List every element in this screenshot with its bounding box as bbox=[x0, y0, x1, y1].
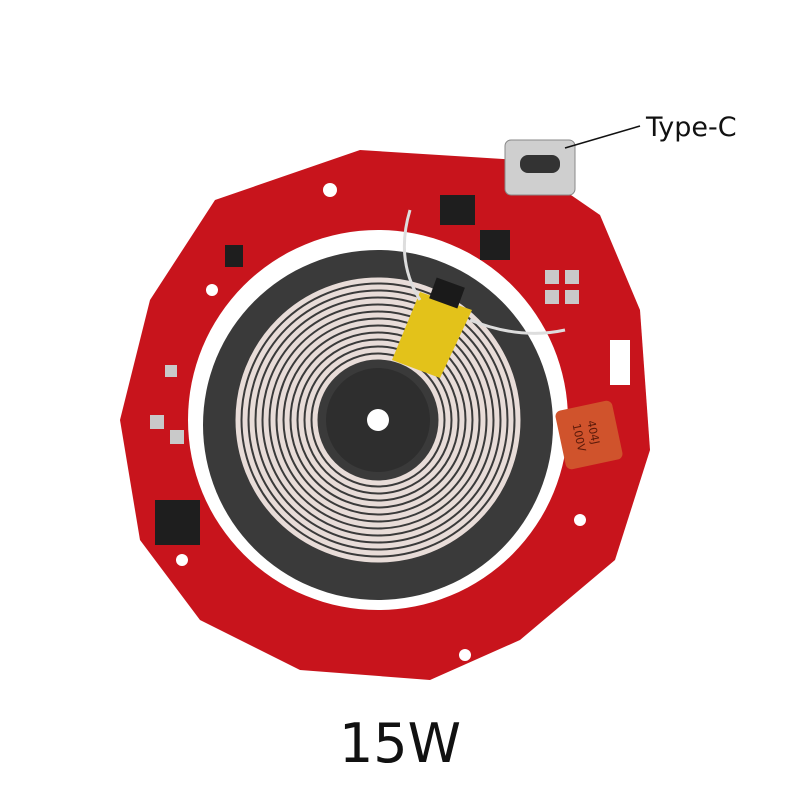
ic-chip bbox=[155, 500, 200, 545]
coil-winding bbox=[235, 277, 521, 563]
mounting-holes bbox=[176, 183, 586, 661]
coil-winding bbox=[263, 305, 493, 535]
coil-winding bbox=[270, 312, 486, 528]
coil-winding bbox=[256, 298, 500, 542]
ic-chip bbox=[440, 195, 475, 225]
coil-winding bbox=[249, 291, 507, 549]
capacitor-marking: 404J bbox=[584, 419, 602, 445]
ic-chip bbox=[480, 230, 510, 260]
coil-winding bbox=[305, 347, 451, 493]
coil-winding bbox=[277, 319, 479, 521]
charging-coil bbox=[235, 277, 521, 563]
film-capacitor bbox=[555, 400, 623, 470]
coil-winding bbox=[284, 326, 472, 514]
capacitor-marking: 100V bbox=[570, 422, 589, 453]
center-hole bbox=[367, 409, 389, 431]
callout-line bbox=[564, 125, 641, 149]
coil-winding bbox=[312, 354, 444, 486]
coil-lead-wire bbox=[469, 318, 566, 335]
tape-lead bbox=[429, 277, 465, 309]
usb-c-port bbox=[520, 155, 560, 173]
pads bbox=[150, 270, 630, 444]
power-label: 15W bbox=[338, 712, 462, 775]
type-c-label: Type-C bbox=[646, 112, 737, 143]
coil-winding bbox=[291, 333, 465, 507]
coil-winding bbox=[298, 340, 458, 500]
yellow-tape bbox=[392, 292, 472, 378]
coil-winding bbox=[242, 284, 514, 556]
coil-lead-wire bbox=[402, 209, 422, 301]
ic-chip bbox=[225, 245, 243, 267]
